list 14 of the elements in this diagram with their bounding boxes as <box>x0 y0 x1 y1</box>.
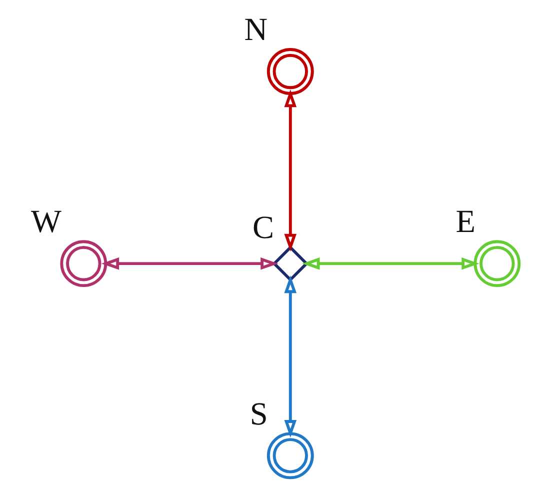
arrow <box>101 257 278 270</box>
node-label: S <box>250 395 268 432</box>
arrow <box>302 257 480 270</box>
node-circle <box>266 48 314 95</box>
node-diamond <box>272 245 309 282</box>
arrow <box>284 275 297 438</box>
arrow <box>284 90 297 252</box>
node-circle <box>60 240 108 288</box>
node-circle <box>266 432 314 480</box>
node-label: E <box>456 203 476 240</box>
node-label: N <box>244 11 268 48</box>
node-label: W <box>31 203 62 240</box>
node-label: C <box>252 209 274 246</box>
node-circle <box>474 240 521 288</box>
